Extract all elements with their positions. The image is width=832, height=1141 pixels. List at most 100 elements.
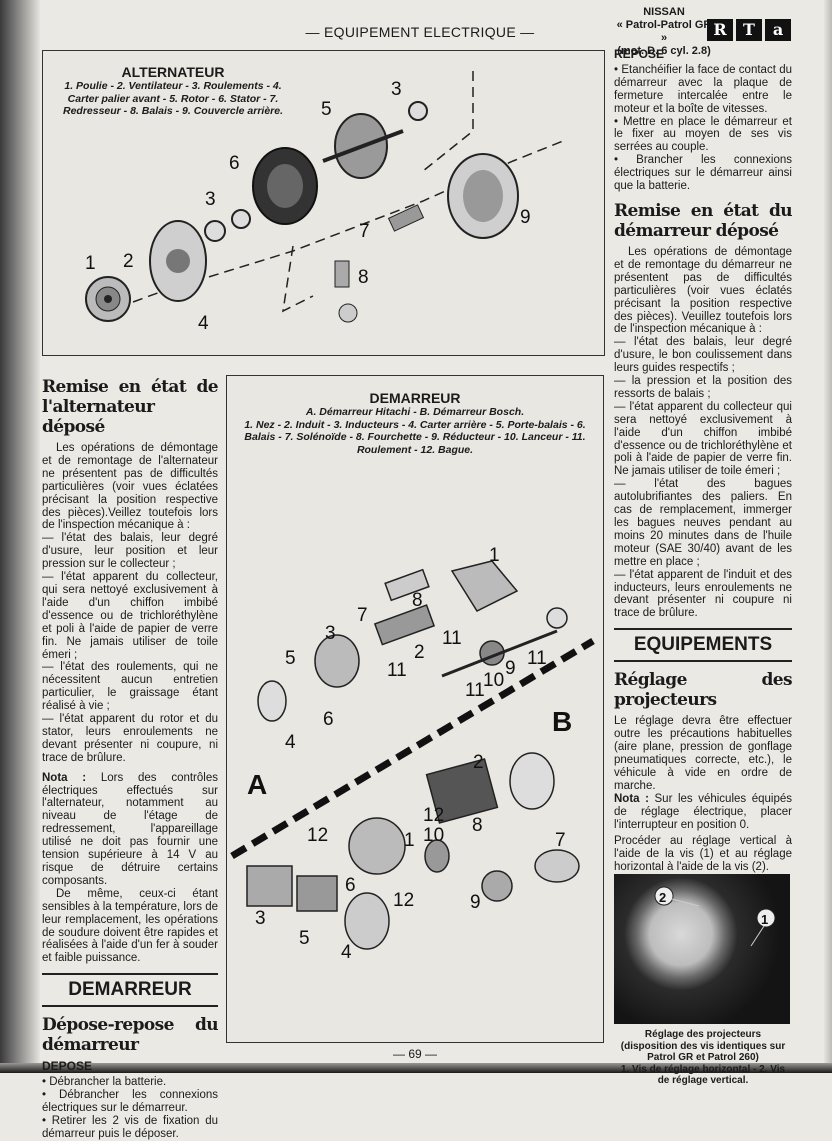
callout-b-11: 11 (465, 680, 485, 701)
callout-b-11: 11 (442, 628, 462, 649)
callout-a-8: 8 (472, 815, 483, 836)
photo-caption-legend: 1. Vis de réglage horizontal - 2. Vis de… (620, 1063, 786, 1087)
callout-a-12: 12 (307, 825, 328, 846)
label-b: B (552, 706, 572, 737)
callout-6: 6 (229, 153, 240, 174)
page-number: — 69 — (392, 1047, 437, 1061)
callout-a-5: 5 (299, 928, 310, 949)
callout-a-1: 1 (404, 830, 415, 851)
section-heading-demarreur: DEMARREUR (42, 973, 218, 1008)
starter-exploded-diagram: A B 1 7 8 3 11 2 5 11 (230, 545, 595, 963)
rta-logo: R T a (707, 19, 791, 41)
stator (252, 147, 318, 225)
paragraph: Le réglage devra être effectuer outre le… (614, 715, 792, 792)
paragraph: De même, ceux-ci étant sensibles à la te… (42, 887, 218, 965)
photo-caption: Réglage des projecteurs (disposition des… (614, 1029, 792, 1087)
nota-text: Lors des contrôles électriques effectués… (42, 771, 218, 887)
callout-b-7: 7 (357, 605, 368, 626)
page-edge (824, 0, 832, 1073)
callout-a-12: 12 (393, 890, 414, 911)
list-item: — l'état des balais, leur degré d'usure,… (614, 336, 792, 375)
heading-starter-removal: Dépose-repose du démarreur (42, 1015, 219, 1056)
photo-caption-subtitle: (disposition des vis identiques sur Patr… (620, 1040, 786, 1064)
left-column: Remise en état de l'alternateur déposé L… (42, 377, 219, 1141)
paragraph: Les opérations de démontage et de remont… (614, 245, 792, 336)
paragraph: Les opérations de démontage et de remont… (42, 442, 218, 532)
headlight-photo: 2 1 (614, 874, 790, 1025)
list-item: — la pression et la position des ressort… (614, 375, 792, 400)
bullet-item: • Retirer les 2 vis de fixation du démar… (42, 1114, 218, 1140)
logo-letter: R (707, 19, 733, 41)
nota-paragraph: Nota : Lors des contrôles électriques ef… (42, 772, 218, 888)
bosch-starter-parts (257, 560, 568, 722)
callout-8: 8 (358, 267, 369, 288)
callout-b-2: 2 (414, 642, 425, 663)
callout-a-6: 6 (345, 875, 356, 896)
starter-figure: DEMARREUR A. Démarreur Hitachi - B. Déma… (226, 375, 604, 1043)
callout-5: 5 (321, 99, 332, 120)
heading-starter-overhaul: Remise en état du démarreur déposé (614, 200, 793, 241)
callout-7: 7 (359, 221, 370, 242)
callout-b-9: 11 (527, 648, 547, 669)
logo-letter: a (765, 19, 791, 41)
rotor (322, 113, 404, 179)
list-item: — l'état apparent du collecteur qui sera… (614, 400, 792, 478)
callout-b-6: 6 (323, 709, 334, 730)
bullet-item: • Débrancher la batterie. (42, 1076, 167, 1089)
callout-4: 4 (198, 313, 209, 334)
nota-label: Nota : (42, 771, 87, 784)
paragraph: Procéder au réglage vertical à l'aide de… (614, 835, 792, 874)
callout-2: 2 (123, 251, 134, 272)
nota-paragraph: Nota : Sur les véhicules équipés de régl… (614, 793, 792, 832)
bullet-item: • Débrancher les connexions électriques … (42, 1089, 218, 1114)
starter-figure-title: DEMARREUR (369, 390, 461, 406)
callout-b-10: 10 (483, 670, 504, 691)
list-item: — l'état des roulements, qui ne nécessit… (42, 661, 218, 713)
hitachi-starter-parts (246, 752, 580, 950)
callout-a-9: 9 (470, 892, 481, 913)
callout-b-8: 8 (412, 590, 423, 611)
vehicle-brand: NISSAN « Patrol-Patrol GR » (mot. D. 6 c… (614, 6, 714, 58)
right-column: REPOSE • Etanchéifier la face de contact… (614, 47, 793, 1086)
scan-bottom-shadow (0, 1063, 832, 1073)
callout-b-1: 1 (489, 545, 500, 566)
subheading-repose: REPOSE (614, 47, 665, 61)
photo-callout-2: 2 (659, 890, 666, 905)
photo-caption-title: Réglage des projecteurs (644, 1029, 762, 1041)
alternator-exploded-diagram: 1 2 3 3 4 5 6 7 8 9 (85, 71, 564, 334)
callout-1: 1 (85, 253, 96, 274)
callout-b-3: 3 (325, 623, 336, 644)
callout-a-10: 10 (423, 825, 444, 846)
alternator-figure-title: ALTERNATEUR (121, 64, 225, 80)
section-heading-equipements: EQUIPEMENTS (614, 628, 792, 663)
callout-a-7: 7 (555, 830, 566, 851)
starter-figure-caption: 1. Nez - 2. Induit - 3. Inducteurs - 4. … (244, 418, 586, 456)
list-item: — l'état apparent de l'induit et des ind… (614, 568, 792, 620)
list-item: — l'état apparent du rotor et du stator,… (42, 713, 218, 764)
label-a: A (247, 769, 267, 800)
starter-figure-subtitle: A. Démarreur Hitachi - B. Démarreur Bosc… (305, 406, 525, 418)
callout-3: 3 (391, 79, 402, 100)
list-item: — l'état des balais, leur degré d'usure,… (42, 532, 218, 571)
callout-a-4: 4 (341, 942, 352, 963)
page-header: — EQUIPEMENT ELECTRIQUE — (305, 24, 535, 40)
callout-a-3: 3 (255, 908, 266, 929)
pulley (85, 276, 131, 322)
heading-headlight-adjustment: Réglage des projecteurs (614, 670, 793, 711)
callout-b-11: 9 (505, 658, 516, 679)
brand-make: NISSAN (643, 6, 685, 18)
callout-a-2: 2 (473, 752, 484, 773)
brand-engine: (mot. D. 6 cyl. 2.8) (617, 45, 711, 57)
callout-9: 9 (520, 207, 531, 228)
callout-b-11: 11 (387, 660, 407, 681)
list-item: — l'état apparent du collecteur, qui ser… (42, 571, 218, 661)
photo-callout-1: 1 (761, 912, 768, 927)
callout-a-12: 12 (423, 805, 444, 826)
nota-text: Sur les véhicules équipés de réglage éle… (614, 792, 792, 831)
bullet-item: • Etanchéifier la face de contact du dém… (614, 63, 792, 115)
callout-3: 3 (205, 189, 216, 210)
callout-b-5: 5 (285, 648, 296, 669)
heading-alternator-overhaul: Remise en état de l'alternateur déposé (42, 377, 219, 437)
bullet-item: • Brancher les connexions électriques su… (614, 154, 792, 193)
book-spine-shadow (0, 0, 40, 1073)
